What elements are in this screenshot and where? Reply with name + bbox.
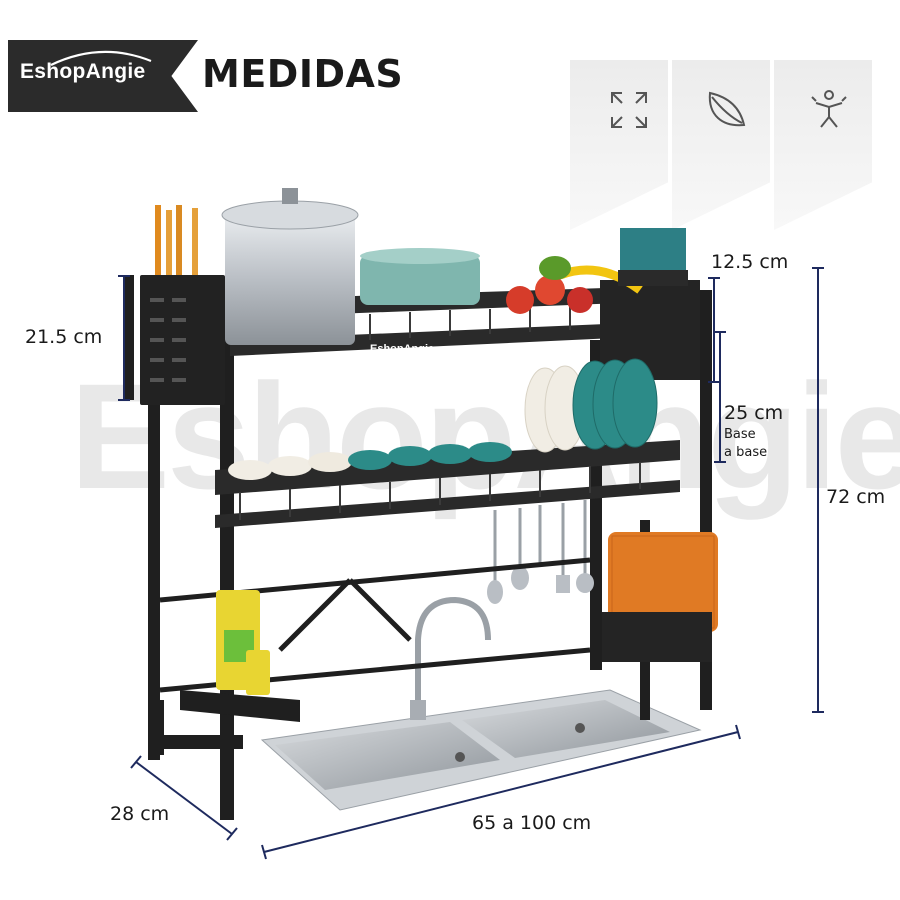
drip-dry-icon <box>811 90 847 128</box>
shelf-brand-label: EshopAngie <box>370 343 434 355</box>
utensil-heads <box>487 566 594 604</box>
leaf-icon <box>708 91 746 127</box>
dim-shelf-gap-note-line1: Base <box>724 427 756 442</box>
knives <box>155 205 198 275</box>
plates <box>524 358 658 453</box>
logo-swoosh-icon <box>50 50 152 66</box>
dim-shelf-gap-note-line2: a base <box>724 445 768 460</box>
dim-depth: 28 cm <box>110 803 170 825</box>
steel-pot <box>221 188 359 345</box>
dim-width-range: 65 a 100 cm <box>472 812 592 834</box>
brand-logo-text: EshopAngie <box>20 60 146 83</box>
dim-top-shelf-height: 21.5 cm <box>25 326 103 348</box>
hanging-utensils <box>493 500 587 585</box>
sink <box>260 689 702 811</box>
faucet-base <box>410 700 426 720</box>
teal-pan <box>360 248 480 305</box>
middle-shelf <box>215 440 680 528</box>
soap-caddy <box>180 590 300 722</box>
dim-shelf-gap-note: Base a base <box>724 426 767 462</box>
rack-feet <box>148 700 243 755</box>
dimension-lines <box>118 267 824 860</box>
page-title: MEDIDAS <box>202 52 404 96</box>
dim-shelf-gap: 25 cm <box>724 402 784 424</box>
faucet <box>415 596 491 710</box>
fruit <box>506 256 643 314</box>
cutting-board <box>602 532 718 662</box>
cutlery-cup <box>618 228 688 286</box>
dim-total-height: 72 cm <box>826 486 886 508</box>
expand-arrows-icon <box>611 92 647 128</box>
bowls <box>228 442 512 480</box>
dim-top-clearance: 12.5 cm <box>711 251 789 273</box>
